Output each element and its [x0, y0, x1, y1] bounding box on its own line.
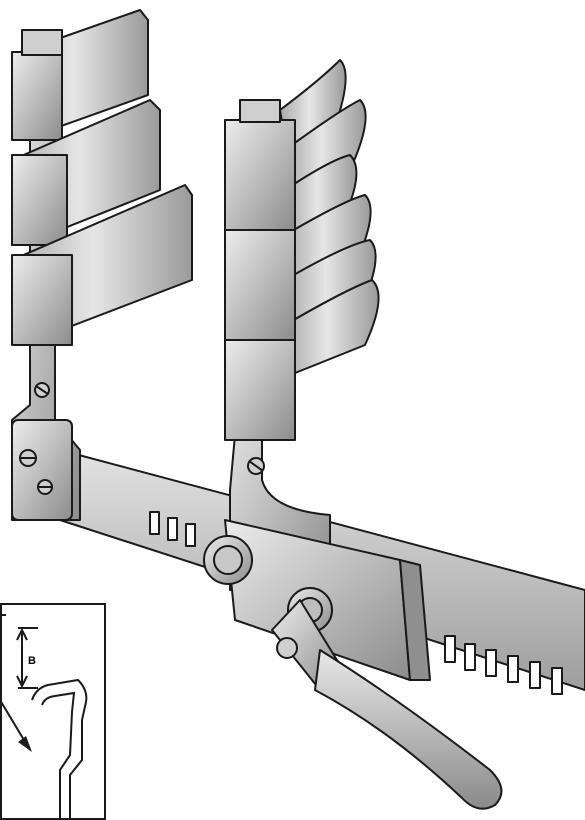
right-blades: [224, 59, 380, 441]
crank-handle[interactable]: [271, 599, 503, 810]
adjustment-knob[interactable]: [203, 535, 253, 585]
dimension-label: B: [28, 655, 36, 667]
rack-teeth: [149, 511, 563, 695]
left-blades: [11, 9, 193, 346]
detail-inset: B: [0, 603, 106, 820]
